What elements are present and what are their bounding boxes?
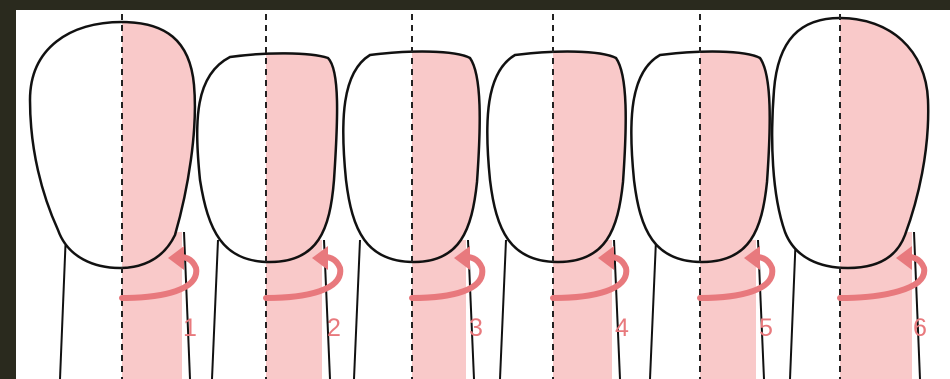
tooth-2-number-label: 2	[327, 314, 341, 342]
diagram-panel: 1 2 3 4 5 6	[16, 10, 950, 379]
tooth-4-root-left-edge	[500, 240, 506, 379]
tooth-1-number-label: 1	[183, 314, 197, 342]
tooth-2-root-left-edge	[212, 240, 218, 379]
tooth-5-number-label: 5	[759, 314, 773, 342]
tooth-6: 6	[772, 10, 950, 379]
teeth-diagram: 1 2 3 4 5 6	[16, 10, 950, 379]
tooth-1-root-left-edge	[60, 232, 66, 379]
tooth-3-root-left-edge	[354, 240, 360, 379]
tooth-1-root-right-edge	[184, 232, 190, 379]
tooth-6-root-left-edge	[790, 232, 796, 379]
tooth-5-root-left-edge	[650, 240, 656, 379]
tooth-3-number-label: 3	[469, 314, 483, 342]
tooth-6-number-label: 6	[913, 314, 927, 342]
tooth-6-root-right-edge	[914, 232, 920, 379]
tooth-4-number-label: 4	[615, 314, 629, 342]
